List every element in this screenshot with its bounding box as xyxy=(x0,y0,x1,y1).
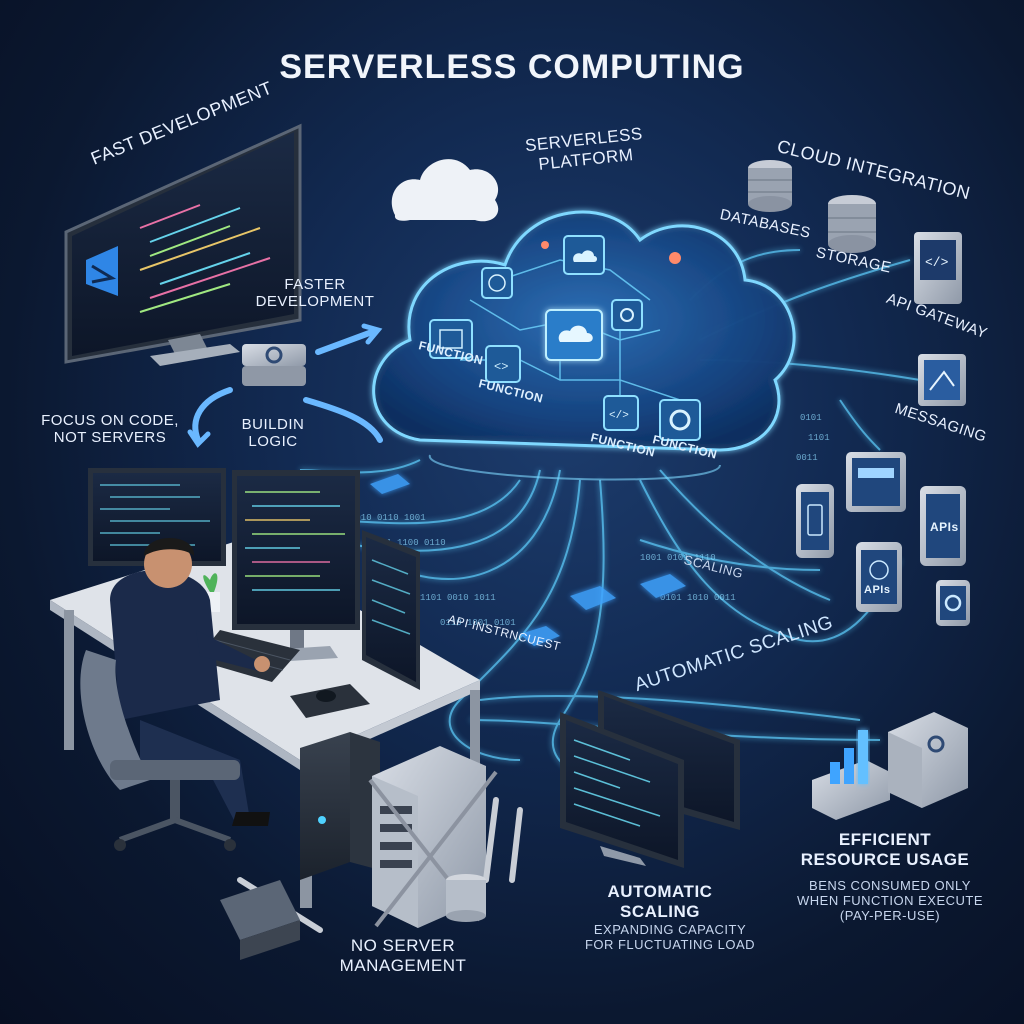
automatic-scaling-desc-line-1: EXPANDING CAPACITY xyxy=(593,922,747,937)
apis-label-1: APIs xyxy=(930,520,959,534)
automatic-scaling-line-2: SCALING xyxy=(620,902,700,921)
gear-node xyxy=(659,399,701,441)
developer xyxy=(110,538,270,826)
faster-development-line-2: DEVELOPMENT xyxy=(255,293,375,310)
globe-node xyxy=(481,267,513,299)
automatic-scaling-desc-line-2: FOR FLUCTUATING LOAD xyxy=(584,937,756,952)
automatic-scaling-desc: EXPANDING CAPACITY FOR FLUCTUATING LOAD xyxy=(570,922,770,952)
tool-cup xyxy=(446,874,486,922)
svg-text:</>: </> xyxy=(925,255,949,270)
automatic-scaling-bottom-label: AUTOMATIC SCALING xyxy=(590,882,730,922)
efficient-line-2: RESOURCE USAGE xyxy=(800,850,970,869)
function-node-1 xyxy=(429,319,473,359)
automatic-scaling-line-1: AUTOMATIC xyxy=(607,882,713,901)
efficient-desc: BENS CONSUMED ONLY WHEN FUNCTION EXECUTE… xyxy=(790,878,990,923)
desk-monitor-right xyxy=(362,530,420,690)
office-chair xyxy=(80,650,240,851)
dev-monitor-top xyxy=(64,123,302,366)
efficient-desc-line-1: BENS CONSUMED ONLY xyxy=(809,878,971,893)
svg-text:0110 1001 0101: 0110 1001 0101 xyxy=(440,618,516,628)
code-node: </> xyxy=(603,395,639,431)
svg-text:1010 0110 1001: 1010 0110 1001 xyxy=(350,513,426,523)
efficient-desc-line-2: WHEN FUNCTION EXECUTE xyxy=(797,893,983,908)
svg-text:1101 0010 1011: 1101 0010 1011 xyxy=(420,593,496,603)
desk-monitor-center xyxy=(232,470,360,662)
gear-node-small xyxy=(611,299,643,331)
page-title: SERVERLESS COMPUTING xyxy=(279,48,745,86)
svg-text:</>: </> xyxy=(609,410,629,422)
apis-label-2: APIs xyxy=(864,584,891,596)
svg-text:0011: 0011 xyxy=(796,453,818,463)
buildin-logic-line-1: BUILDIN xyxy=(241,416,305,433)
gear-device xyxy=(936,580,970,626)
build-server-icon xyxy=(242,344,306,386)
efficient-line-1: EFFICIENT xyxy=(838,830,932,849)
desk-monitor-left xyxy=(88,468,226,566)
storage-icon xyxy=(828,195,876,253)
buildin-logic-label: BUILDIN LOGIC xyxy=(228,416,318,450)
phone-device-2 xyxy=(920,486,966,566)
pc-tower xyxy=(300,732,380,880)
focus-on-code-label: FOCUS ON CODE, NOT SERVERS xyxy=(40,412,180,446)
buildin-logic-line-2: LOGIC xyxy=(248,433,298,450)
faster-development-label: FASTER DEVELOPMENT xyxy=(250,276,380,310)
database-icon xyxy=(748,160,792,212)
scaling-monitor-front xyxy=(560,712,684,868)
efficient-desc-line-3: (PAY-PER-USE) xyxy=(839,908,941,923)
svg-text:1101: 1101 xyxy=(808,433,830,443)
toolbox xyxy=(220,880,300,960)
vscode-icon xyxy=(86,246,118,296)
bar-chart-icon xyxy=(812,730,890,820)
messaging-icon xyxy=(918,354,966,406)
faster-development-line-1: FASTER xyxy=(284,276,346,293)
focus-on-code-line-2: NOT SERVERS xyxy=(53,429,167,446)
phone-device-1 xyxy=(796,484,834,558)
mid-nodes xyxy=(370,474,686,646)
no-server-management-label: NO SERVER MANAGEMENT xyxy=(328,936,478,976)
svg-text:0101 1100 0110: 0101 1100 0110 xyxy=(370,538,446,548)
tablet-device xyxy=(846,452,906,512)
serverless-cloud: <> </> xyxy=(372,210,796,481)
mouse-pad xyxy=(290,684,370,718)
svg-text:0101 1010 0011: 0101 1010 0011 xyxy=(660,593,736,603)
svg-text:0101: 0101 xyxy=(800,413,822,423)
focus-on-code-line-1: FOCUS ON CODE, xyxy=(41,412,179,429)
cloud-node-center xyxy=(545,309,603,361)
svg-text:1001 0101 1110: 1001 0101 1110 xyxy=(640,553,716,563)
cloud-icon xyxy=(391,159,499,222)
no-server-management-line-1: NO SERVER xyxy=(350,936,456,955)
function-node-2: <> xyxy=(485,345,521,383)
arrows-left xyxy=(187,323,383,448)
cloud-node-top xyxy=(563,235,605,275)
binary-streams: 1010 0110 1001 0101 1100 0110 1101 0010 … xyxy=(350,413,830,628)
globe-device xyxy=(856,542,902,612)
api-gateway-icon: </> xyxy=(914,232,962,304)
no-server-management-line-2: MANAGEMENT xyxy=(339,956,467,975)
svg-text:<>: <> xyxy=(494,360,508,374)
server-stack-icon xyxy=(888,712,968,808)
efficient-resource-usage-label: EFFICIENT RESOURCE USAGE xyxy=(790,830,980,870)
